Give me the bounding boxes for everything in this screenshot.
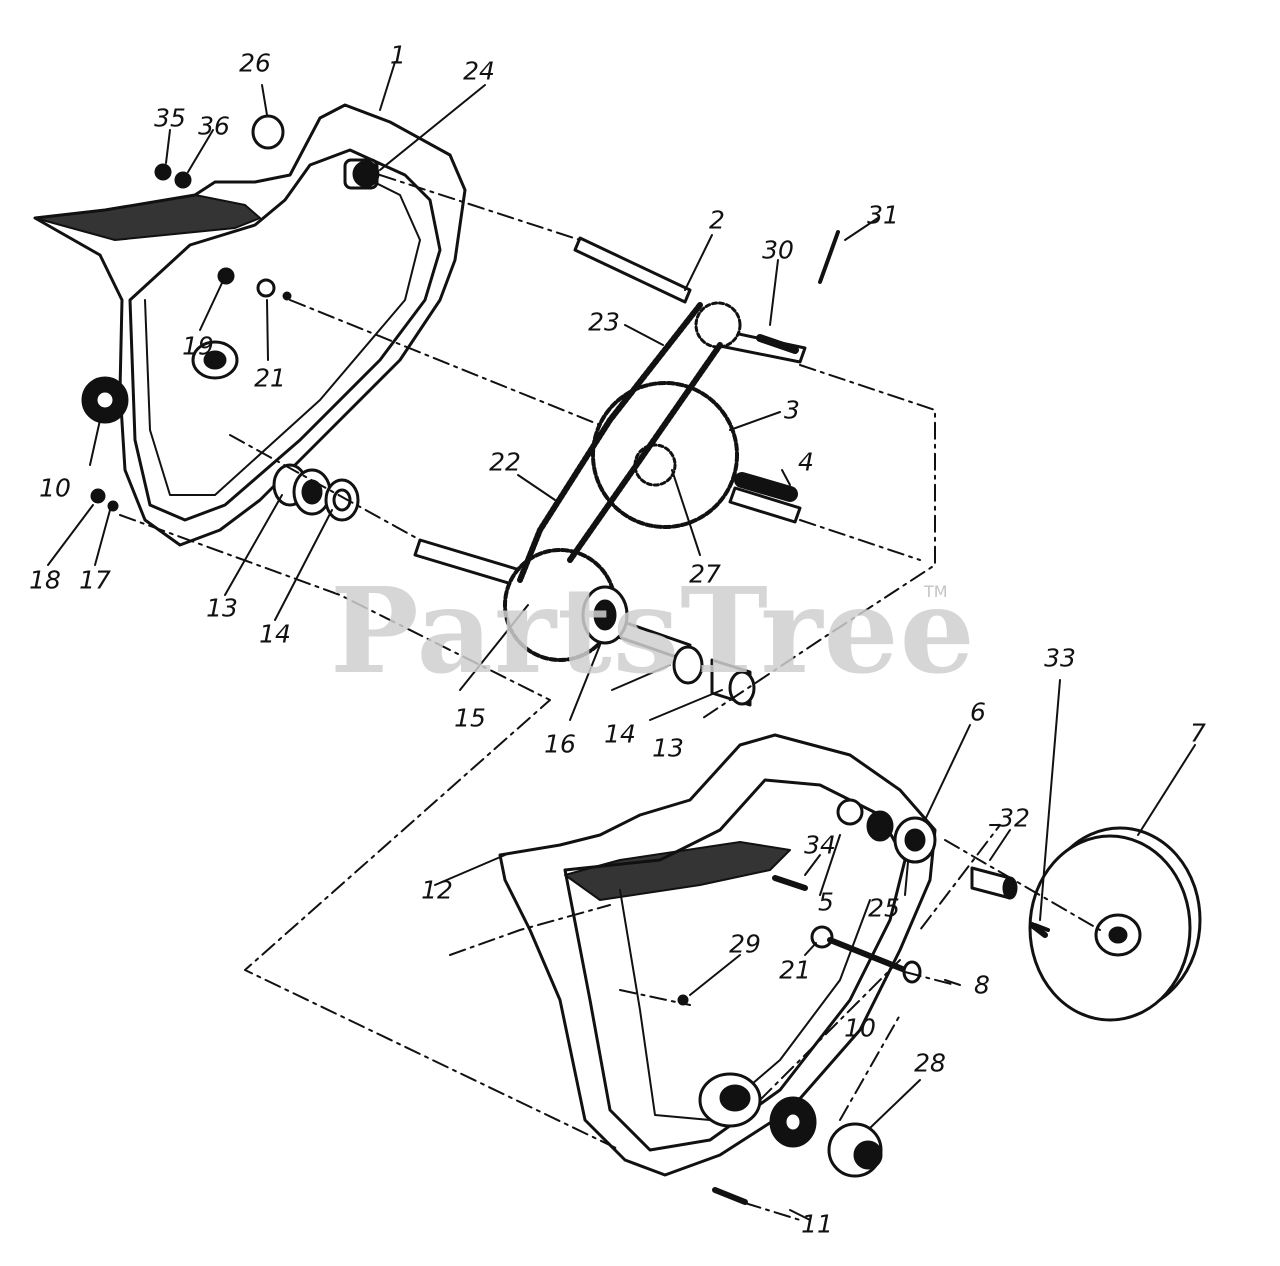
part-label-19: 19: [182, 331, 214, 361]
small-sprocket-upper: [633, 443, 677, 487]
part-label-18: 18: [29, 565, 61, 595]
part-label-30: 30: [762, 235, 794, 265]
part-label-25: 25: [868, 893, 900, 923]
fasteners: [90, 163, 1050, 1006]
part-label-2: 2: [709, 205, 725, 235]
right-housing-half: [498, 733, 937, 1177]
part-label-33: 33: [1044, 643, 1076, 673]
right-housing-tab: [564, 841, 791, 901]
part-label-10-right: 10: [844, 1013, 876, 1043]
part-label-34: 34: [804, 830, 836, 860]
part-label-16: 16: [544, 729, 576, 759]
bearing-25: [836, 798, 937, 864]
bearing-10-right: [769, 1096, 817, 1148]
part-label-5: 5: [818, 887, 834, 917]
part-label-28: 28: [914, 1048, 946, 1078]
part-label-11: 11: [801, 1209, 833, 1239]
leader-lines: [47, 61, 1196, 1221]
bolt-8: [827, 937, 908, 973]
left-housing-half: [33, 103, 467, 547]
bolt-11: [712, 1187, 748, 1205]
left-housing-outer: [33, 103, 467, 547]
spacer-14-right: [672, 645, 704, 685]
right-housing-outer: [498, 733, 937, 1177]
part-label-26: 26: [239, 48, 271, 78]
part-label-13-right: 13: [652, 733, 684, 763]
partstree-watermark: PartsTree: [330, 561, 976, 700]
left-housing-flange: [144, 169, 421, 496]
drive-chain: [517, 302, 723, 583]
part-label-3: 3: [784, 395, 800, 425]
assembly-lines: [119, 174, 1101, 1221]
part-label-15: 15: [454, 703, 486, 733]
bearing-10-left: [81, 376, 129, 424]
part-label-35: 35: [154, 103, 186, 133]
bolt-34: [772, 875, 808, 891]
part-label-14-right: 14: [604, 719, 636, 749]
spacer-32: [970, 866, 1018, 900]
part-label-17: 17: [79, 565, 111, 595]
bearing-13-left: [272, 463, 332, 516]
part-label-21-right: 21: [779, 955, 811, 985]
part-label-32: 32: [998, 803, 1030, 833]
middle-shaft: [728, 486, 802, 524]
spacer-14-left: [324, 478, 360, 522]
bolt-33: [1029, 922, 1048, 938]
part-label-12: 12: [421, 875, 453, 905]
part-label-27: 27: [689, 559, 721, 589]
part-label-36: 36: [198, 111, 230, 141]
key-30: [756, 334, 799, 354]
top-sprocket: [694, 301, 742, 349]
bearing-16: [581, 585, 629, 645]
part-label-13-left: 13: [206, 593, 238, 623]
part-label-23: 23: [588, 307, 620, 337]
left-housing-tab: [34, 194, 261, 241]
part-label-29: 29: [729, 929, 761, 959]
part-label-8: 8: [974, 970, 990, 1000]
trademark-mark: TM: [924, 582, 948, 601]
part-label-24: 24: [463, 56, 495, 86]
pulley: [1028, 826, 1202, 1022]
part-label-4: 4: [798, 447, 814, 477]
part-label-10-left: 10: [39, 473, 71, 503]
part-label-31: 31: [867, 200, 899, 230]
part-label-21-left: 21: [254, 363, 286, 393]
part-label-14-left: 14: [259, 619, 291, 649]
cap-28: [827, 1122, 883, 1178]
left-housing-boss: [191, 340, 239, 380]
right-housing-inner: [563, 778, 907, 1152]
bushing-4: [734, 472, 798, 502]
left-housing-inner: [128, 148, 442, 522]
roll-pin-31: [818, 230, 840, 284]
cap-26: [251, 114, 285, 150]
part-label-6: 6: [970, 697, 986, 727]
part-label-22: 22: [489, 447, 521, 477]
part-label-7: 7: [1190, 718, 1206, 748]
part-label-1: 1: [390, 40, 406, 70]
